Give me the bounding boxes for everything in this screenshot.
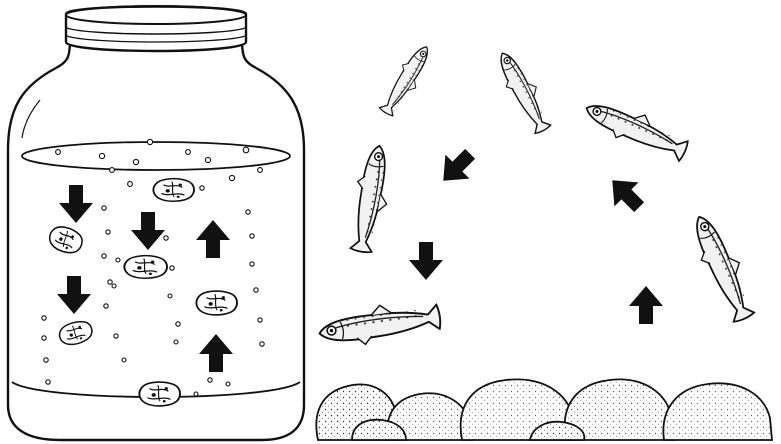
raisin-rising <box>196 291 237 315</box>
arrow-up-icon <box>629 286 663 324</box>
raisin-surface <box>153 179 194 202</box>
rocks <box>316 379 772 440</box>
fish-cycle-panel <box>316 41 772 440</box>
jar-rim <box>66 7 246 52</box>
fish-6 <box>685 210 761 325</box>
raisin-sinking-2 <box>124 256 167 279</box>
fish-3 <box>581 92 692 165</box>
raisin-bottom <box>139 382 180 406</box>
fish-5 <box>317 297 442 350</box>
arrow-up-left-icon <box>600 168 651 219</box>
fish-2 <box>491 47 555 137</box>
fish-4 <box>346 143 397 254</box>
jar-panel <box>8 6 304 440</box>
arrow-down-icon <box>409 242 443 280</box>
fish-1 <box>376 41 437 119</box>
arrow-down-left-icon <box>431 142 482 193</box>
